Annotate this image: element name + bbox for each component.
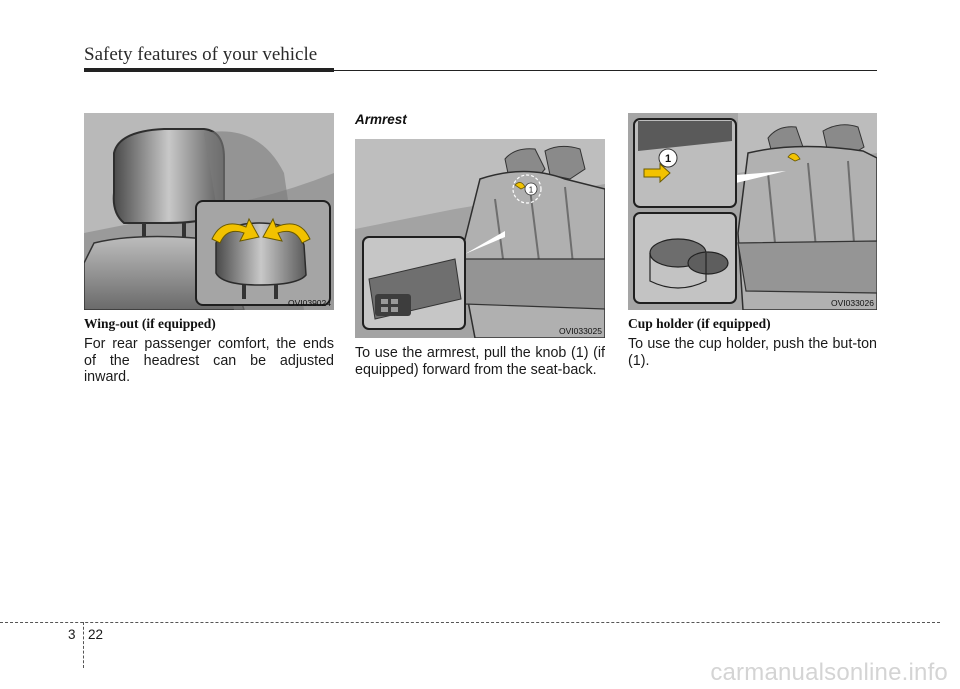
subheading-wing-out: Wing-out (if equipped)	[84, 316, 216, 331]
body-text-cup-holder: To use the cup holder, push the but-ton …	[628, 336, 877, 369]
section-title-armrest: Armrest	[355, 112, 407, 127]
armrest-figure: 1 OVI033025	[355, 139, 605, 338]
chapter-number: 3	[68, 627, 76, 642]
body-text-armrest: To use the armrest, pull the knob (1) (i…	[355, 345, 605, 378]
cup-holder-figure: 1 OVI033026	[628, 113, 877, 310]
curved-arrow-icon	[643, 162, 671, 184]
callout-label: 1	[665, 153, 671, 165]
header-rule-thin	[334, 70, 877, 71]
figure-code: OVI033026	[830, 298, 874, 308]
cup-holder-illustration: 1	[628, 113, 877, 310]
armrest-illustration: 1	[355, 139, 605, 338]
headrest-illustration	[84, 113, 334, 310]
callout-label: 1	[529, 186, 534, 195]
page-title: Safety features of your vehicle	[84, 44, 318, 65]
curved-arrow-icon	[262, 217, 311, 244]
callout-circle-icon	[512, 174, 542, 204]
figure-code: OVI039024	[287, 298, 331, 308]
watermark: carmanualsonline.info	[710, 659, 948, 686]
body-text-wing-out: For rear passenger comfort, the ends of …	[84, 336, 334, 385]
headrest-figure: OVI039024	[84, 113, 334, 310]
header-rule	[84, 68, 334, 72]
page-number: 22	[88, 627, 104, 642]
footer-divider	[83, 622, 84, 668]
curved-arrow-icon	[211, 217, 260, 244]
footer-rule	[0, 622, 940, 623]
subheading-cup-holder: Cup holder (if equipped)	[628, 316, 771, 331]
figure-code: OVI033025	[558, 326, 602, 336]
